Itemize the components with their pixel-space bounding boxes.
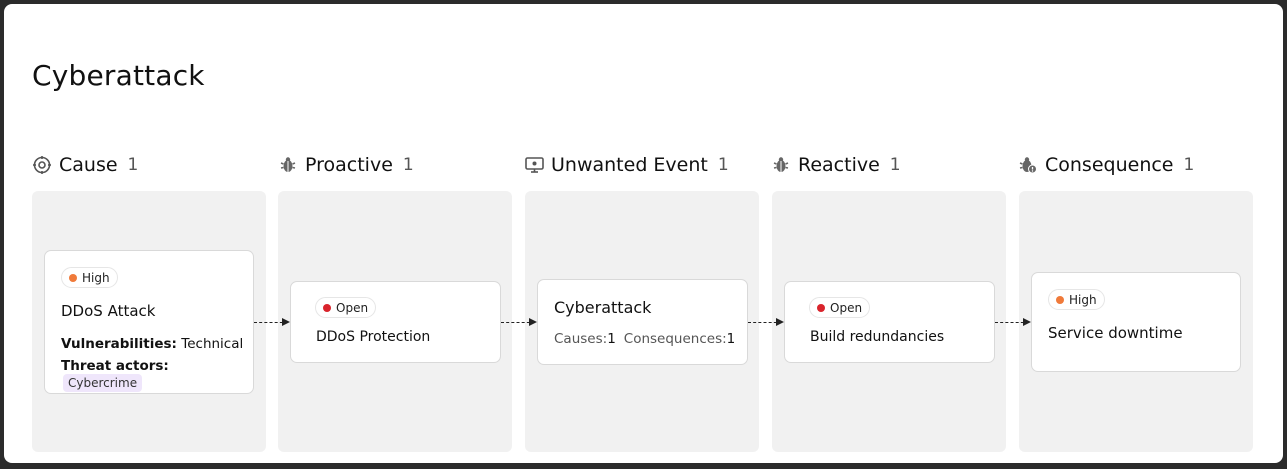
consequences-value: 1: [726, 331, 736, 347]
proactive-card[interactable]: Open DDoS Protection: [290, 281, 501, 363]
column-count: 1: [717, 155, 729, 175]
target-icon: [32, 155, 52, 175]
consequence-card[interactable]: High Service downtime: [1031, 272, 1241, 372]
causes-label: Causes:: [554, 331, 608, 347]
card-title: Service downtime: [1048, 324, 1183, 342]
severity-badge: High: [61, 267, 118, 288]
connector-arrow: [748, 318, 784, 326]
connector-arrow: [501, 318, 537, 326]
status-badge: Open: [315, 297, 377, 318]
bug-shield-icon: [771, 155, 791, 175]
connector-arrow: [995, 318, 1031, 326]
cause-card[interactable]: High DDoS Attack Vulnerabilities: Techni…: [44, 250, 254, 394]
badge-label: High: [1069, 292, 1097, 307]
bug-alert-icon: [1018, 155, 1038, 175]
badge-label: Open: [336, 300, 369, 315]
threat-actors-row: Threat actors: Cybercrime: [61, 358, 253, 392]
column-header-cause: Cause 1: [32, 152, 138, 178]
column-count: 1: [127, 155, 139, 175]
threat-actor-chip[interactable]: Cybercrime: [63, 374, 143, 392]
column-count: 1: [402, 155, 414, 175]
column-label: Proactive: [305, 154, 393, 176]
severity-badge: High: [1048, 289, 1105, 310]
column-header-consequence: Consequence 1: [1018, 152, 1194, 178]
status-badge: Open: [809, 297, 871, 318]
reactive-card[interactable]: Open Build redundancies: [784, 281, 995, 363]
card-title: DDoS Attack: [61, 302, 156, 320]
column-label: Unwanted Event: [551, 154, 708, 176]
column-count: 1: [1183, 155, 1195, 175]
card-title: Build redundancies: [810, 329, 945, 345]
threat-actors-label: Threat actors:: [61, 358, 169, 374]
bowtie-window: Cyberattack Cause 1 Proactive 1 Unwanted…: [4, 4, 1283, 463]
unwanted-event-card[interactable]: Cyberattack Causes:1 Consequences:1: [537, 279, 748, 365]
monitor-icon: [524, 155, 544, 175]
severity-dot: [1056, 295, 1064, 304]
page-title: Cyberattack: [32, 59, 205, 92]
column-header-reactive: Reactive 1: [771, 152, 901, 178]
column-label: Consequence: [1045, 154, 1174, 176]
consequences-stat: Consequences:1: [624, 331, 735, 347]
badge-label: High: [82, 270, 110, 285]
column-header-proactive: Proactive 1: [278, 152, 414, 178]
bug-shield-icon: [278, 155, 298, 175]
connector-arrow: [254, 318, 290, 326]
column-label: Reactive: [798, 154, 880, 176]
vulnerabilities-label: Vulnerabilities:: [61, 336, 177, 352]
column-count: 1: [889, 155, 901, 175]
vulnerabilities-value: Technical: [181, 336, 244, 352]
badge-label: Open: [830, 300, 863, 315]
status-dot: [323, 303, 331, 312]
column-header-unwanted-event: Unwanted Event 1: [524, 152, 729, 178]
causes-value: 1: [607, 331, 616, 347]
consequences-label: Consequences:: [623, 331, 727, 347]
column-label: Cause: [59, 154, 118, 176]
vulnerabilities-row: Vulnerabilities: Technical: [61, 336, 243, 352]
card-title: DDoS Protection: [316, 329, 431, 345]
status-dot: [817, 303, 825, 312]
causes-stat: Causes:1: [554, 331, 616, 347]
event-stats: Causes:1 Consequences:1: [554, 331, 735, 347]
severity-dot: [69, 273, 77, 282]
card-title: Cyberattack: [554, 298, 652, 317]
